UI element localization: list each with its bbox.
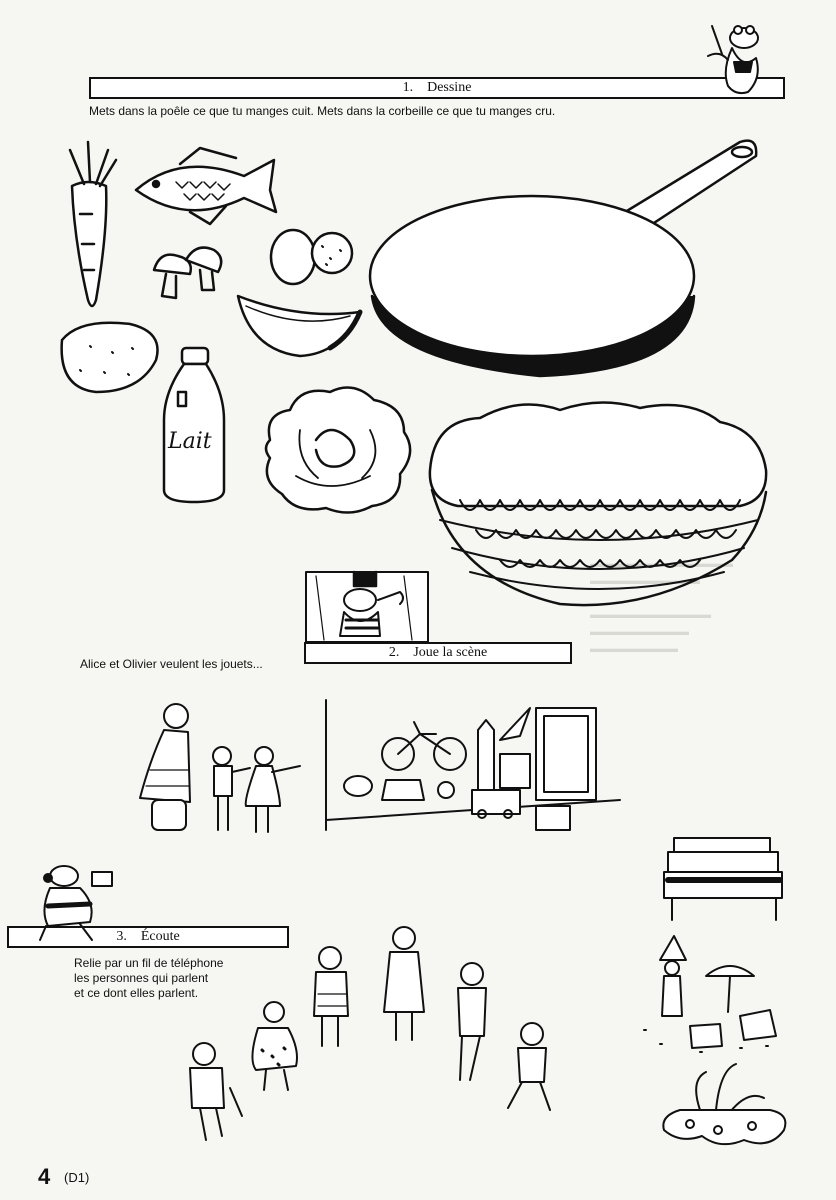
carrot-icon (68, 140, 118, 308)
person-phone-1-icon (313, 946, 349, 1047)
section-title-dessine: 1. Dessine (89, 77, 785, 99)
piano-icon (663, 837, 783, 921)
milk-bottle-label: Lait (167, 429, 212, 454)
basket-icon (428, 401, 768, 607)
girl-alice-icon (244, 746, 301, 833)
milk-bottle-icon (162, 346, 226, 504)
ecoute-instruction-line-3: et ce dont elles parlent. (74, 986, 199, 1000)
person-phone-3-icon (457, 962, 487, 1081)
frog-painter-icon (707, 25, 759, 95)
ecoute-instruction-line-2: les personnes qui parlent (74, 971, 209, 985)
potato-icon (60, 321, 159, 394)
section-title-ecoute: 3. Écoute (7, 926, 289, 948)
lettuce-icon (264, 386, 412, 514)
page-number: 4 (38, 1164, 51, 1189)
boy-olivier-icon (212, 746, 251, 831)
frog-actor-icon (305, 570, 429, 643)
person-phone-4-icon (251, 1001, 298, 1091)
mother-figure-icon (139, 703, 191, 831)
dessine-instruction: Mets dans la poêle ce que tu manges cuit… (89, 104, 556, 118)
section-title-joue-text: 2. Joue la scène (388, 645, 488, 660)
section-title-ecoute-text: 3. Écoute (116, 929, 180, 944)
beach-scene-icon (643, 935, 777, 1053)
eggs-icon (269, 228, 354, 286)
section-title-joue: 2. Joue la scène (304, 642, 572, 664)
page-code: (D1) (64, 1170, 90, 1185)
person-phone-5-icon (189, 1042, 243, 1141)
mushrooms-icon (152, 246, 223, 300)
person-phone-6-icon (507, 1022, 551, 1111)
toy-shelf-icon (325, 699, 621, 831)
fish-icon (134, 146, 278, 226)
ecoute-instruction-line-1: Relie par un fil de téléphone (74, 956, 224, 970)
frying-pan-icon (368, 139, 758, 378)
person-phone-2-icon (383, 926, 425, 1041)
garden-flowers-icon (662, 1063, 787, 1146)
joue-caption: Alice et Olivier veulent les jouets... (80, 657, 263, 671)
frog-listener-icon (39, 865, 113, 941)
section-title-dessine-text: 1. Dessine (402, 80, 472, 95)
ecoute-instruction: Relie par un fil de téléphone les person… (74, 956, 274, 1001)
melon-icon (236, 294, 363, 358)
